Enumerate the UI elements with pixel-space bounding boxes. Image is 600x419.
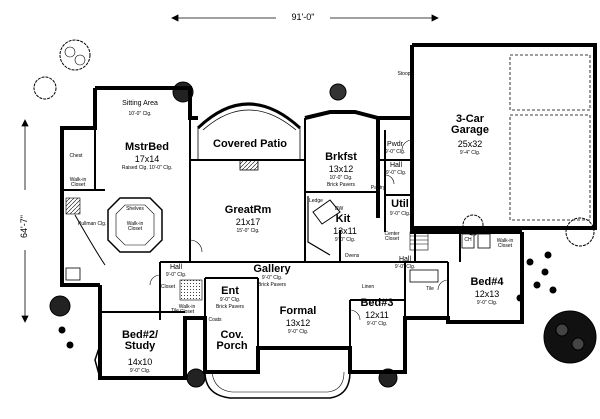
covered-patio-outline xyxy=(196,102,302,160)
room-kitchen-ceiling: 9'-0" Clg. xyxy=(334,237,356,243)
room-hall-right-name: Hall xyxy=(398,256,412,263)
fixture-linen: Linen xyxy=(361,284,375,290)
room-sitting-area-ceiling: 10'-0" Clg. xyxy=(128,111,152,117)
door-swings xyxy=(149,139,449,321)
room-garage-ceiling: 9'-4" Clg. xyxy=(459,150,481,156)
room-hall-upper-name: Hall xyxy=(389,162,403,169)
fixture-walk-in: Walk-in Closet xyxy=(69,177,87,188)
room-master-bed-ceiling: Raised Clg. 10'-0" Clg. xyxy=(121,165,173,171)
room-kitchen-size: 13x11 xyxy=(333,226,357,236)
room-bed2-size: 14x10 xyxy=(127,357,153,367)
depth-dimension-line xyxy=(21,119,29,323)
fixture-whirlpool: Pullman Clg. xyxy=(78,221,107,227)
room-great-room-size: 21x17 xyxy=(235,217,261,227)
fixture-wic-bed4: Walk-in Closet xyxy=(496,238,514,249)
fireplace xyxy=(239,159,259,171)
fixture-wic-bed2: Walk-in Closet xyxy=(178,304,196,315)
room-hall-left-name: Hall xyxy=(169,264,183,271)
width-dimension-line xyxy=(171,14,439,22)
room-bed4-size: 12x13 xyxy=(474,289,500,299)
fixture-stoop: Stoop xyxy=(397,71,411,77)
room-entry-note: Brick Pavers xyxy=(215,304,245,310)
room-hall-right-ceiling: 9'-0" Clg. xyxy=(394,264,416,270)
room-great-room-ceiling: 15'-0" Clg. xyxy=(236,228,260,234)
overall-width-label: 91'-0" xyxy=(290,12,316,22)
fixture-ch: CH xyxy=(464,237,472,243)
room-gallery-name: Gallery xyxy=(253,263,291,275)
fixture-tile-1: Tile xyxy=(171,308,179,314)
fixture-closet: Closet xyxy=(160,284,176,290)
room-garage-size: 25x32 xyxy=(457,139,483,149)
room-bed3-size: 12x11 xyxy=(365,310,389,320)
fixture-center-closet: Center Closet xyxy=(384,231,400,242)
room-bed4-ceiling: 9'-0" Clg. xyxy=(476,300,498,306)
fixture-chest: Chest xyxy=(69,153,83,159)
room-breakfast-name: Brkfst xyxy=(325,151,357,163)
room-sitting-area-name: Sitting Area xyxy=(122,100,158,107)
room-formal-size: 13x12 xyxy=(285,318,311,328)
room-utility-ceiling: 9'-0" Clg. xyxy=(389,211,411,217)
interior-walls xyxy=(62,118,461,348)
room-covered-patio-name: Covered Patio xyxy=(213,138,287,150)
room-hall-left-ceiling: 9'-0" Clg. xyxy=(165,272,187,278)
room-gallery-note: Brick Pavers xyxy=(257,282,287,288)
room-cov-porch-name: Cov. Porch xyxy=(216,329,248,352)
room-garage-name: 3-Car Garage xyxy=(451,113,489,136)
room-formal-name: Formal xyxy=(279,305,317,317)
room-bed2-ceiling: 9'-0" Clg. xyxy=(129,368,151,374)
stairs xyxy=(409,231,429,251)
room-bed2-name: Bed#2/ Study xyxy=(121,329,159,352)
room-master-bed-size: 17x14 xyxy=(134,154,160,164)
room-breakfast-size: 13x12 xyxy=(328,164,354,174)
room-breakfast-note: Brick Pavers xyxy=(326,182,356,188)
landscaping xyxy=(33,39,597,388)
bed2-bay xyxy=(94,344,101,379)
fixture-ledge: Ledge xyxy=(309,198,323,204)
fixture-shelves: Shelves xyxy=(126,206,144,212)
room-master-bed-name: MstrBed xyxy=(124,141,170,153)
room-bed3-ceiling: 9'-0" Clg. xyxy=(366,321,388,327)
fixture-pantry: Pantry xyxy=(370,185,386,191)
fixture-walk-in-2: Walk-in Closet xyxy=(126,221,144,232)
garage-doors xyxy=(509,54,591,221)
room-kitchen-name: Kit xyxy=(335,213,351,225)
overall-depth-label: 64'-7" xyxy=(19,215,29,238)
fixture-dw: DW xyxy=(334,206,344,212)
fixture-ovens: Ovens xyxy=(344,253,360,259)
kitchen-island xyxy=(312,199,341,225)
fixture-tile-2: Tile xyxy=(426,286,434,292)
master-bath-vanity xyxy=(74,214,106,266)
fixture-coats: Coats xyxy=(208,317,222,323)
room-bed3-name: Bed#3 xyxy=(360,297,394,309)
master-closet-octagon xyxy=(107,197,163,253)
room-powder-name: Pwdr xyxy=(387,141,403,148)
room-entry-ceiling: 9'-0" Clg. xyxy=(219,297,241,303)
room-great-room-name: GreatRm xyxy=(224,204,272,216)
room-powder-ceiling: 9'-0" Clg. xyxy=(384,149,406,155)
room-utility-name: Util xyxy=(391,198,409,210)
room-bed4-name: Bed#4 xyxy=(470,276,504,288)
room-breakfast-ceiling: 10'-0" Clg. xyxy=(329,175,353,181)
room-entry-name: Ent xyxy=(221,285,239,297)
front-porch-arc xyxy=(204,371,351,399)
room-hall-upper-ceiling: 9'-0" Clg. xyxy=(385,170,407,176)
room-gallery-ceiling: 9'-0" Clg. xyxy=(261,275,283,281)
room-formal-ceiling: 9'-0" Clg. xyxy=(287,329,309,335)
